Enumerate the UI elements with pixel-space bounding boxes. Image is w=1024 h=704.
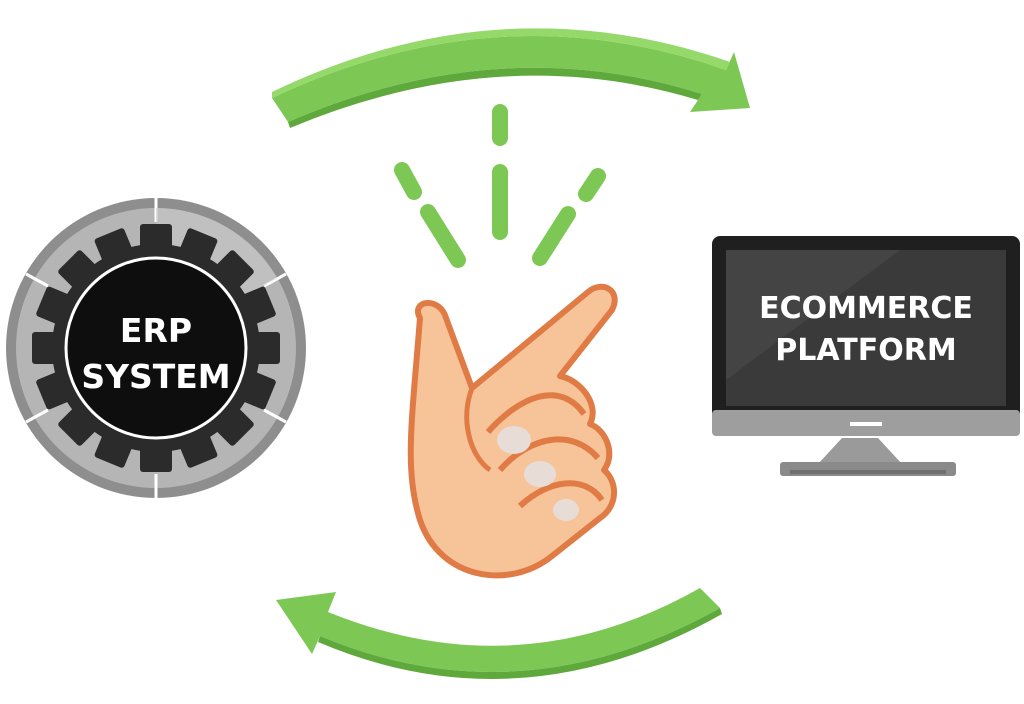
erp-gear-node: ERP SYSTEM bbox=[6, 198, 306, 498]
snap-burst-lines bbox=[394, 104, 606, 268]
bottom-flow-arrow-icon bbox=[276, 588, 722, 679]
monitor-icon bbox=[712, 236, 1020, 476]
platform-label-line2: PLATFORM bbox=[775, 333, 956, 368]
erp-label-line1: ERP bbox=[120, 311, 192, 350]
platform-label-line1: ECOMMERCE bbox=[759, 291, 973, 326]
finger-snap-hand-icon bbox=[407, 283, 618, 579]
erp-label-line2: SYSTEM bbox=[81, 357, 230, 396]
top-flow-arrow-icon bbox=[272, 28, 750, 128]
ecommerce-monitor-node: ECOMMERCE PLATFORM bbox=[712, 236, 1020, 476]
